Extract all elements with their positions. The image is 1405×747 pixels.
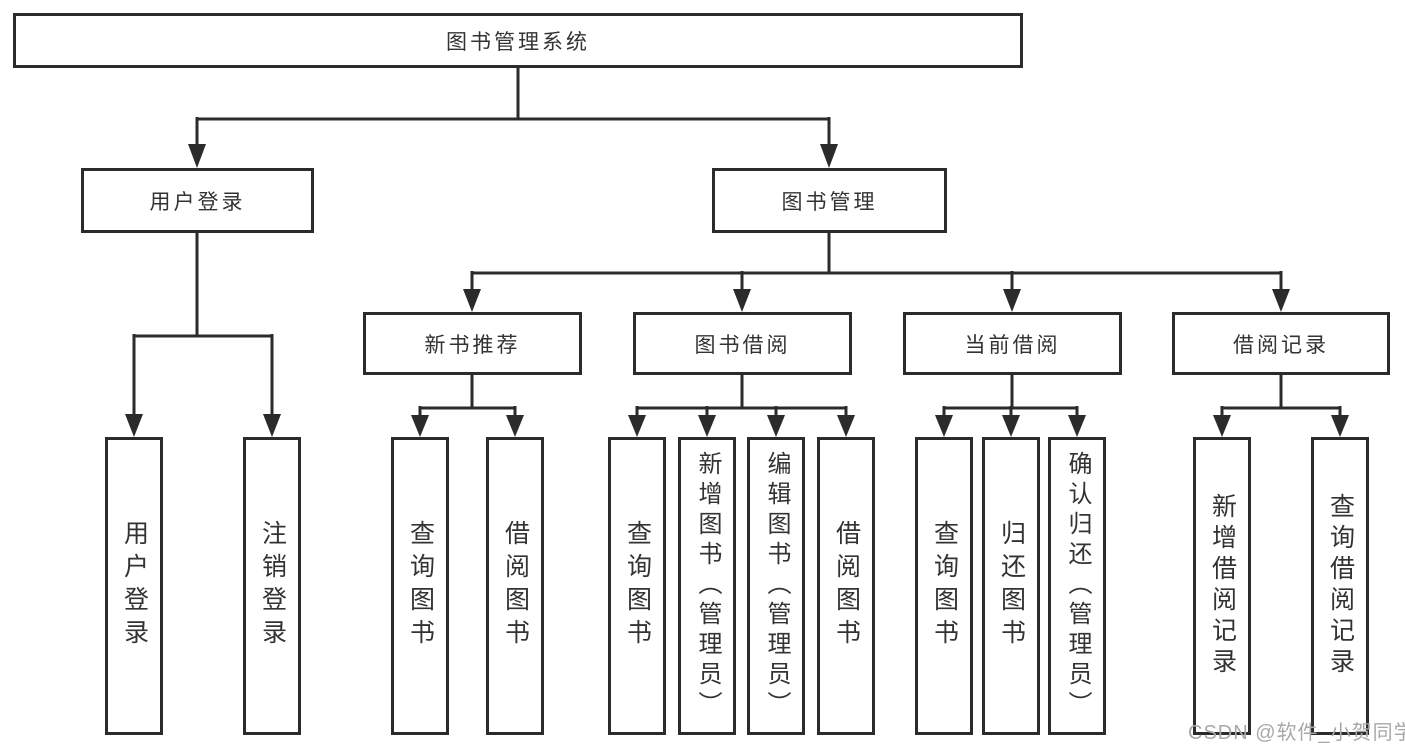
node-book-borrow: 图书借阅 bbox=[633, 312, 852, 375]
node-label: 查询图书 bbox=[623, 520, 652, 652]
node-label: 图书管理系统 bbox=[446, 30, 590, 54]
node-root: 图书管理系统 bbox=[13, 13, 1023, 68]
node-label: 借阅图书 bbox=[832, 520, 861, 652]
node-current-borrow: 当前借阅 bbox=[903, 312, 1122, 375]
leaf-recommend-borrow-books: 借阅图书 bbox=[486, 437, 544, 735]
node-label: 当前借阅 bbox=[964, 333, 1061, 357]
node-label: 图书借阅 bbox=[694, 333, 791, 357]
connector-current-borrow-split bbox=[935, 375, 1086, 437]
connector-user-login-split bbox=[125, 233, 281, 437]
node-label: 查询图书 bbox=[930, 520, 959, 652]
node-label: 注销登录 bbox=[258, 520, 287, 652]
leaf-current-return-books: 归还图书 bbox=[982, 437, 1040, 735]
node-label: 新增图书（管理员） bbox=[694, 451, 721, 721]
leaf-borrow-add-books-admin: 新增图书（管理员） bbox=[678, 437, 736, 735]
leaf-borrow-edit-books-admin: 编辑图书（管理员） bbox=[747, 437, 805, 735]
leaf-borrow-borrow-books: 借阅图书 bbox=[817, 437, 875, 735]
leaf-borrow-query-books: 查询图书 bbox=[608, 437, 666, 735]
leaf-logout: 注销登录 bbox=[243, 437, 301, 735]
node-label: 查询借阅记录 bbox=[1326, 493, 1355, 679]
node-label: 用户登录 bbox=[120, 520, 149, 652]
leaf-user-login: 用户登录 bbox=[105, 437, 163, 735]
node-book-management: 图书管理 bbox=[712, 168, 947, 233]
node-label: 归还图书 bbox=[997, 520, 1026, 652]
node-label: 查询图书 bbox=[406, 520, 435, 652]
node-label: 借阅记录 bbox=[1233, 333, 1329, 357]
connector-new-book-recommend-split bbox=[411, 375, 524, 437]
leaf-current-confirm-return-admin: 确认归还（管理员） bbox=[1048, 437, 1106, 735]
connector-book-borrow-split bbox=[628, 375, 855, 437]
connector-book-management-split bbox=[463, 233, 1290, 312]
leaf-recommend-query-books: 查询图书 bbox=[391, 437, 449, 735]
leaf-records-add-borrow-record: 新增借阅记录 bbox=[1193, 437, 1251, 735]
node-label: 新增借阅记录 bbox=[1208, 493, 1237, 679]
node-new-book-recommend: 新书推荐 bbox=[363, 312, 582, 375]
connector-root-split bbox=[188, 68, 838, 168]
leaf-records-query-borrow-record: 查询借阅记录 bbox=[1311, 437, 1369, 735]
leaf-current-query-books: 查询图书 bbox=[915, 437, 973, 735]
node-label: 编辑图书（管理员） bbox=[763, 451, 790, 721]
node-label: 图书管理 bbox=[781, 190, 878, 214]
node-label: 借阅图书 bbox=[501, 520, 530, 652]
watermark-text: CSDN @软件_小贺同学 bbox=[1188, 722, 1405, 744]
connector-borrow-records-split bbox=[1213, 375, 1349, 437]
node-label: 用户登录 bbox=[149, 190, 246, 214]
node-borrow-records: 借阅记录 bbox=[1172, 312, 1390, 375]
node-user-login: 用户登录 bbox=[81, 168, 314, 233]
node-label: 确认归还（管理员） bbox=[1064, 451, 1091, 721]
node-label: 新书推荐 bbox=[424, 333, 521, 357]
